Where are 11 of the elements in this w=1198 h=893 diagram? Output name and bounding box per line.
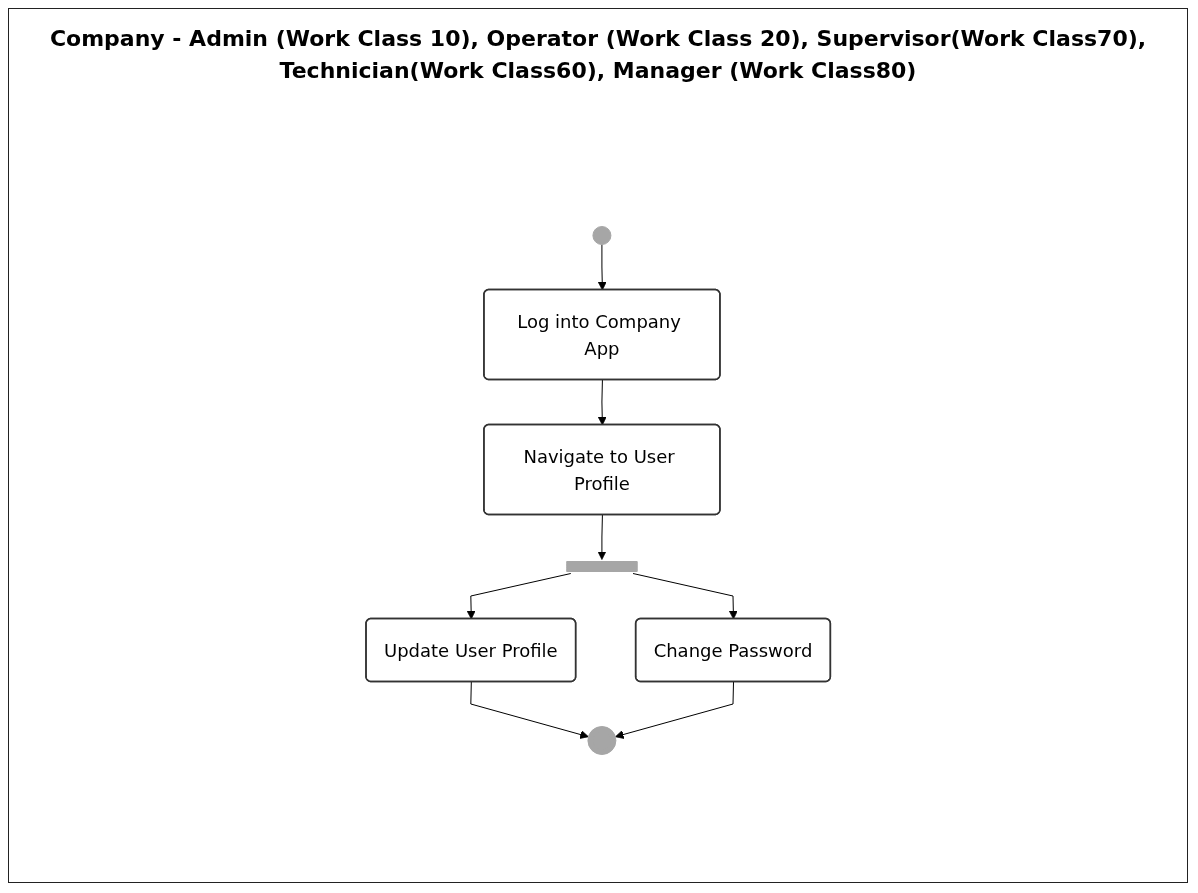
arrow <box>632 573 738 620</box>
arrow <box>466 573 572 620</box>
arrow <box>597 379 607 426</box>
arrow <box>597 514 607 560</box>
node-circle <box>592 226 612 245</box>
activity-frame: Company - Admin (Work Class 10), Operator (Work Class 20), Supervisor(Work Class70), Technician(Work Class60), Manager (Work Class80) Log into Company App Navigate to User Profile Update User Profile Change Password <box>8 8 1188 883</box>
arrow <box>470 681 589 739</box>
node-circle <box>587 726 617 755</box>
arrow <box>614 681 734 739</box>
diagram-title: Company - Admin (Work Class 10), Operator (Work Class 20), Supervisor(Work Class70), Technician(Work Class60), Manager (Work Class80) <box>48 25 1148 85</box>
arrow <box>597 244 607 291</box>
